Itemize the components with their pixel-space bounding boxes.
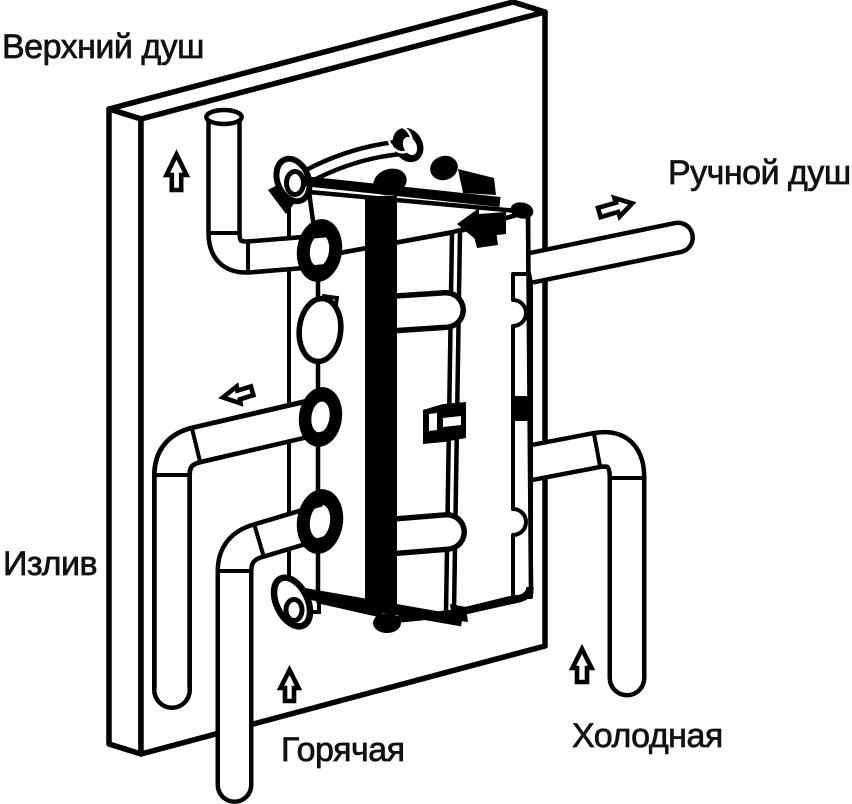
svg-text:Ручной душ: Ручной душ xyxy=(668,154,851,192)
svg-text:Горячая: Горячая xyxy=(281,731,405,769)
svg-text:Излив: Излив xyxy=(3,545,97,583)
svg-text:Холодная: Холодная xyxy=(572,717,723,755)
svg-text:Верхний душ: Верхний душ xyxy=(2,28,204,66)
